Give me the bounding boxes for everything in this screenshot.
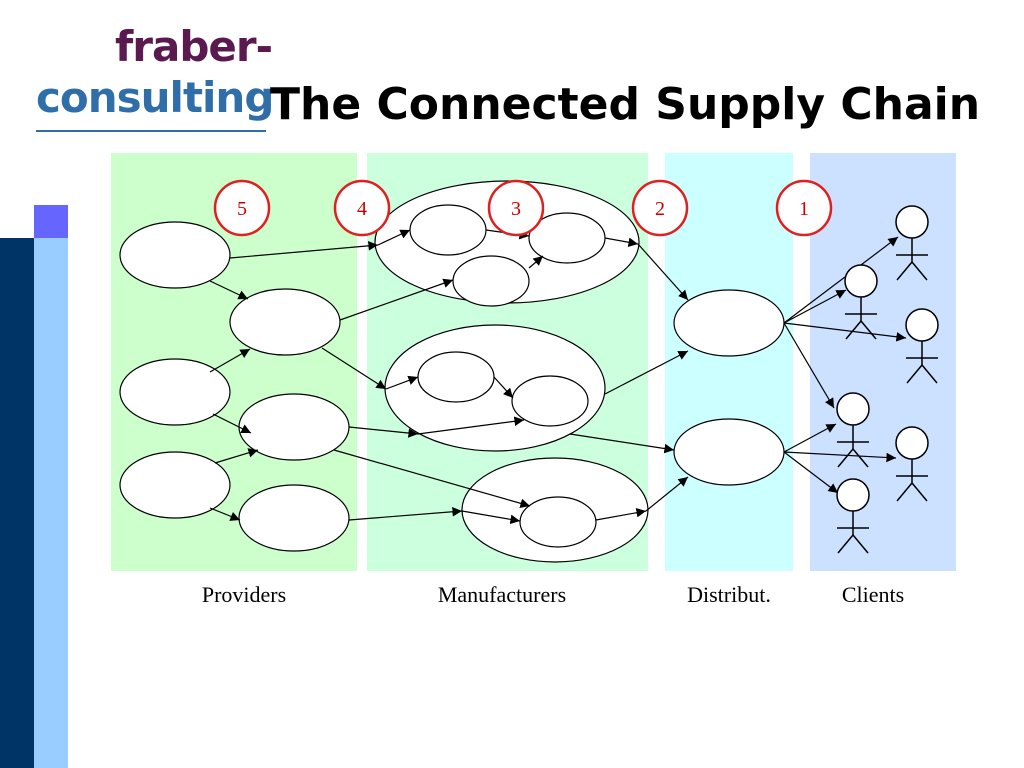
client-figure [895,426,929,502]
label-clients: Clients [842,582,904,607]
client-figure [895,205,929,281]
slide-title: The Connected Supply Chain [270,79,981,130]
svg-text:4: 4 [357,198,367,220]
side-bar-dark [0,238,34,768]
label-providers: Providers [202,582,286,607]
flow-arrows [209,229,907,525]
client-figure [836,478,870,554]
clients-column [810,153,956,571]
step-marker-1: 1 [775,179,833,237]
svg-text:1: 1 [799,198,809,220]
svg-text:3: 3 [511,198,521,220]
logo-text-bottom: consulting [36,73,274,122]
manufacturer-node [511,375,589,427]
side-bar-accent [34,205,68,238]
provider-node [229,288,341,356]
manufacturer-node [519,496,597,548]
side-bar-light [34,238,68,768]
logo-underline [36,130,266,132]
manufacturer-node [452,255,530,307]
manufacturer-node [409,204,487,256]
step-marker-4: 4 [333,179,391,237]
distributor-node [673,289,785,357]
svg-text:2: 2 [655,198,665,220]
client-figure [836,392,870,468]
distributors-column [665,153,793,571]
provider-node [119,451,231,519]
step-marker-2: 2 [631,179,689,237]
step-marker-3: 3 [487,179,545,237]
label-distributors: Distribut. [687,582,771,607]
provider-node [238,393,350,461]
client-figure [905,308,939,384]
provider-node [119,358,231,426]
manufacturer-node [417,351,495,403]
distributor-node [673,418,785,486]
provider-node [119,221,231,289]
svg-text:5: 5 [237,198,247,220]
logo-text-top: fraber- [115,22,273,71]
label-manufacturers: Manufacturers [438,582,566,607]
provider-node [238,484,350,552]
step-marker-5: 5 [213,179,271,237]
client-figure [844,264,878,340]
